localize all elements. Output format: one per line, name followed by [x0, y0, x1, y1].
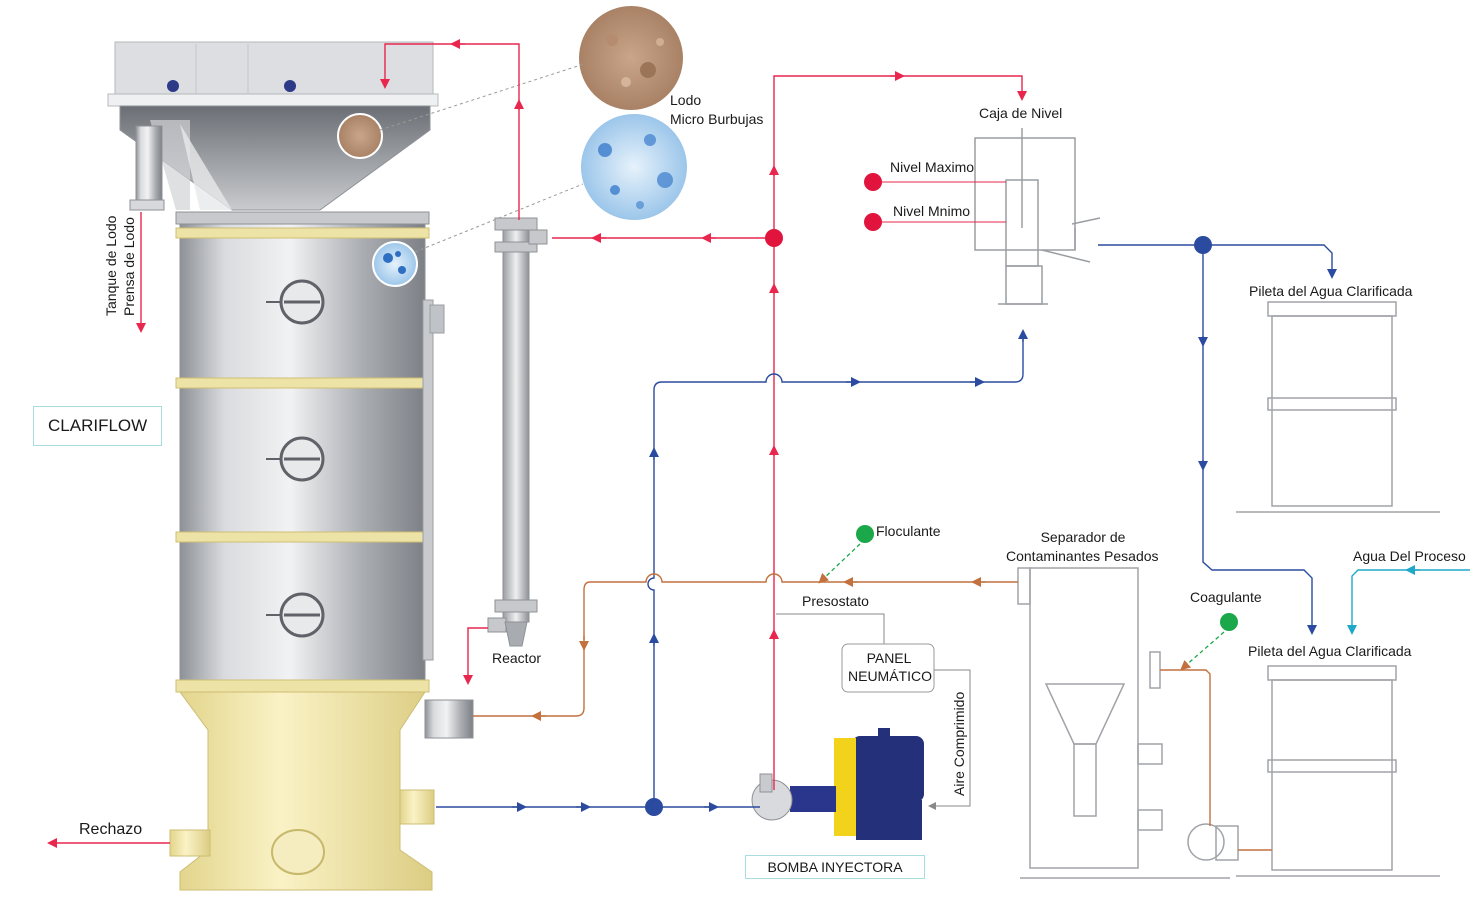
nivel-minimo-dot	[864, 213, 882, 231]
vessel-band	[176, 680, 429, 692]
blue-junction	[1194, 236, 1212, 254]
bomba-inyectora-label: BOMBA INYECTORA	[745, 855, 925, 879]
nivel-minimo-label: Nivel Mnimo	[893, 202, 970, 221]
heavy-contaminant-separator	[1018, 568, 1238, 878]
floculante-dosing-line	[822, 544, 860, 580]
base-manhole-icon	[272, 830, 324, 874]
reactor	[488, 218, 547, 646]
prensa-de-lodo-label: Prensa de Lodo	[120, 217, 139, 316]
rechazo-label: Rechazo	[79, 820, 142, 839]
separador-label-line1: Separador de	[1040, 528, 1126, 547]
pileta-agua-clarificada-bottom-label: Pileta del Agua Clarificada	[1248, 642, 1411, 661]
lifting-lug-icon	[284, 80, 296, 92]
reactor-label: Reactor	[492, 649, 541, 668]
outlet-nozzle	[400, 790, 434, 824]
red-junction	[765, 229, 783, 247]
sludge-outlet-spout	[136, 126, 162, 204]
clarified-water-tank-bottom	[1236, 666, 1440, 876]
injector-pump	[752, 728, 924, 840]
sludge-detail-image	[579, 6, 683, 110]
inlet-nozzle	[425, 700, 473, 738]
blue-junction	[645, 798, 663, 816]
presostato-label: Presostato	[802, 592, 869, 611]
clariflow-vessel	[108, 42, 473, 890]
sludge-view-small	[338, 114, 382, 158]
clariflow-label: CLARIFLOW	[33, 406, 162, 446]
lifting-lug-icon	[167, 80, 179, 92]
aire-comprimido-label: Aire Comprimido	[950, 692, 969, 796]
bubbles-detail-image	[581, 114, 687, 220]
lodo-label: Lodo	[670, 91, 701, 110]
tanque-de-lodo-label: Tanque de Lodo	[102, 216, 121, 316]
vessel-band	[176, 378, 429, 388]
panel-label-line2: NEUMÁTICO	[844, 667, 936, 686]
level-box	[975, 128, 1100, 304]
coagulante-dosing-line	[1184, 632, 1224, 667]
vessel-band	[176, 228, 429, 238]
floculante-dot	[856, 525, 874, 543]
nivel-maximo-label: Nivel Maximo	[890, 158, 974, 177]
bubble-view-small	[373, 242, 417, 286]
process-water-line	[1352, 570, 1470, 630]
pileta-agua-clarificada-top-label: Pileta del Agua Clarificada	[1249, 282, 1412, 301]
nivel-maximo-dot	[864, 173, 882, 191]
presostato-leader	[776, 614, 884, 644]
panel-label-line1: PANEL	[844, 649, 934, 668]
clarified-water-tank-top	[1236, 302, 1440, 512]
floculante-label: Floculante	[876, 522, 941, 541]
agua-del-proceso-label: Agua Del Proceso	[1353, 547, 1466, 566]
coagulante-dot	[1220, 613, 1238, 631]
vessel-band	[176, 532, 429, 542]
caja-de-nivel-label: Caja de Nivel	[979, 104, 1062, 123]
coagulante-label: Coagulante	[1190, 588, 1262, 607]
separador-label-line2: Contaminantes Pesados	[1006, 547, 1159, 566]
vessel-top-frame	[108, 94, 438, 106]
micro-burbujas-label: Micro Burbujas	[670, 110, 763, 129]
reject-nozzle	[170, 830, 210, 856]
